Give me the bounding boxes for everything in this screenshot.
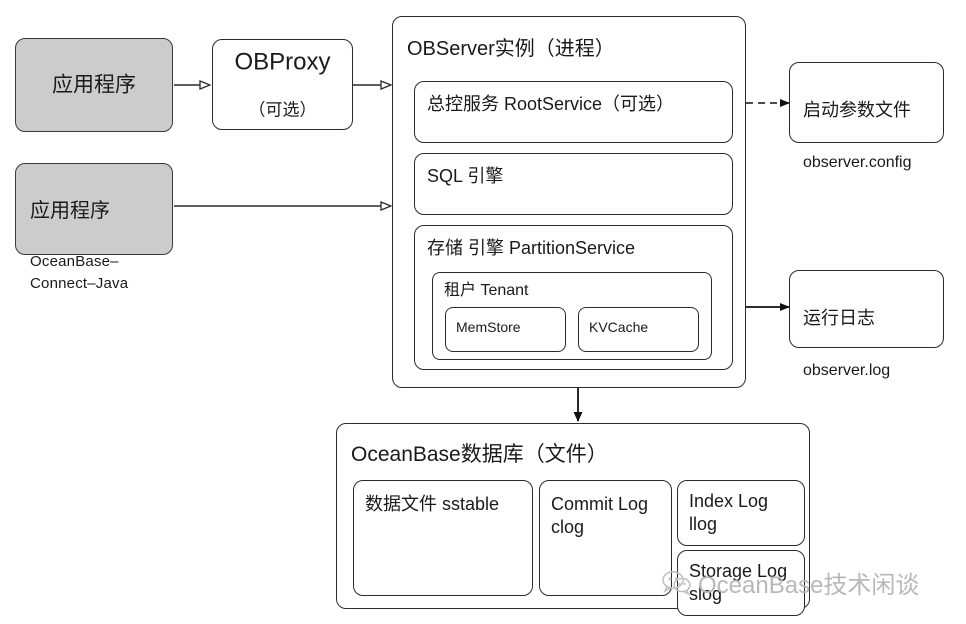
node-obproxy-sublabel: （可选）	[248, 100, 317, 120]
node-kvcache-label: KVCache	[589, 319, 649, 335]
node-config-file[interactable]: 启动参数文件 observer.config	[789, 62, 944, 171]
node-sql-engine-label: SQL 引擎	[427, 166, 504, 186]
node-observer[interactable]: OBServer实例（进程） 总控服务 RootService（可选） SQL …	[392, 16, 746, 388]
wechat-icon	[662, 570, 692, 596]
node-app-plain[interactable]: 应用程序	[15, 38, 173, 132]
node-storage-log[interactable]: Storage Log slog	[677, 550, 805, 616]
node-tenant-title: 租户 Tenant	[444, 282, 529, 299]
node-app-plain-label: 应用程序	[52, 73, 136, 97]
node-storage-log-label: Storage Log slog	[689, 561, 788, 604]
node-run-log-sublabel: observer.log	[803, 362, 891, 380]
node-obproxy-text: OBProxy （可选）	[213, 26, 352, 143]
node-app-java-label: 应用程序	[30, 200, 110, 223]
node-run-log-label: 运行日志	[803, 308, 875, 329]
node-partition-service-label: 存储 引擎 PartitionService	[427, 238, 636, 258]
node-app-java[interactable]: 应用程序 OceanBase– Connect–Java	[15, 163, 173, 292]
node-sql-engine[interactable]: SQL 引擎	[414, 153, 733, 215]
node-observer-title: OBServer实例（进程）	[407, 38, 615, 60]
node-index-log-label: Index Log llog	[689, 491, 769, 534]
node-database[interactable]: OceanBase数据库（文件） 数据文件 sstable Commit Log…	[336, 423, 810, 616]
node-memstore-label: MemStore	[456, 319, 521, 335]
node-config-file-sublabel: observer.config	[803, 154, 912, 172]
node-index-log[interactable]: Index Log llog	[677, 480, 805, 546]
watermark-text: OceanBase技术闲谈	[698, 572, 920, 599]
watermark: OceanBase技术闲谈	[662, 565, 919, 600]
node-run-log-text: 运行日志 observer.log	[803, 282, 890, 406]
node-obproxy[interactable]: OBProxy （可选）	[212, 39, 353, 130]
node-rootservice-label: 总控服务 RootService（可选）	[427, 94, 675, 114]
node-rootservice[interactable]: 总控服务 RootService（可选）	[414, 81, 733, 143]
node-partition-service[interactable]: 存储 引擎 PartitionService 租户 Tenant MemStor…	[414, 225, 733, 370]
node-config-file-text: 启动参数文件 observer.config	[803, 74, 912, 198]
node-commit-log-label: Commit Log clog	[551, 494, 649, 537]
node-run-log[interactable]: 运行日志 observer.log	[789, 270, 944, 379]
node-kvcache[interactable]: KVCache	[578, 307, 699, 352]
node-sstable-label: 数据文件 sstable	[365, 494, 500, 514]
node-sstable[interactable]: 数据文件 sstable	[353, 480, 533, 596]
node-memstore[interactable]: MemStore	[445, 307, 566, 352]
node-app-java-sublabel: OceanBase– Connect–Java	[30, 253, 129, 293]
node-obproxy-label: OBProxy	[234, 48, 331, 76]
node-app-java-text: 应用程序 OceanBase– Connect–Java	[30, 174, 128, 318]
node-commit-log[interactable]: Commit Log clog	[539, 480, 672, 596]
node-config-file-label: 启动参数文件	[803, 100, 911, 121]
node-tenant[interactable]: 租户 Tenant MemStore KVCache	[432, 272, 712, 360]
node-database-title: OceanBase数据库（文件）	[351, 443, 608, 466]
